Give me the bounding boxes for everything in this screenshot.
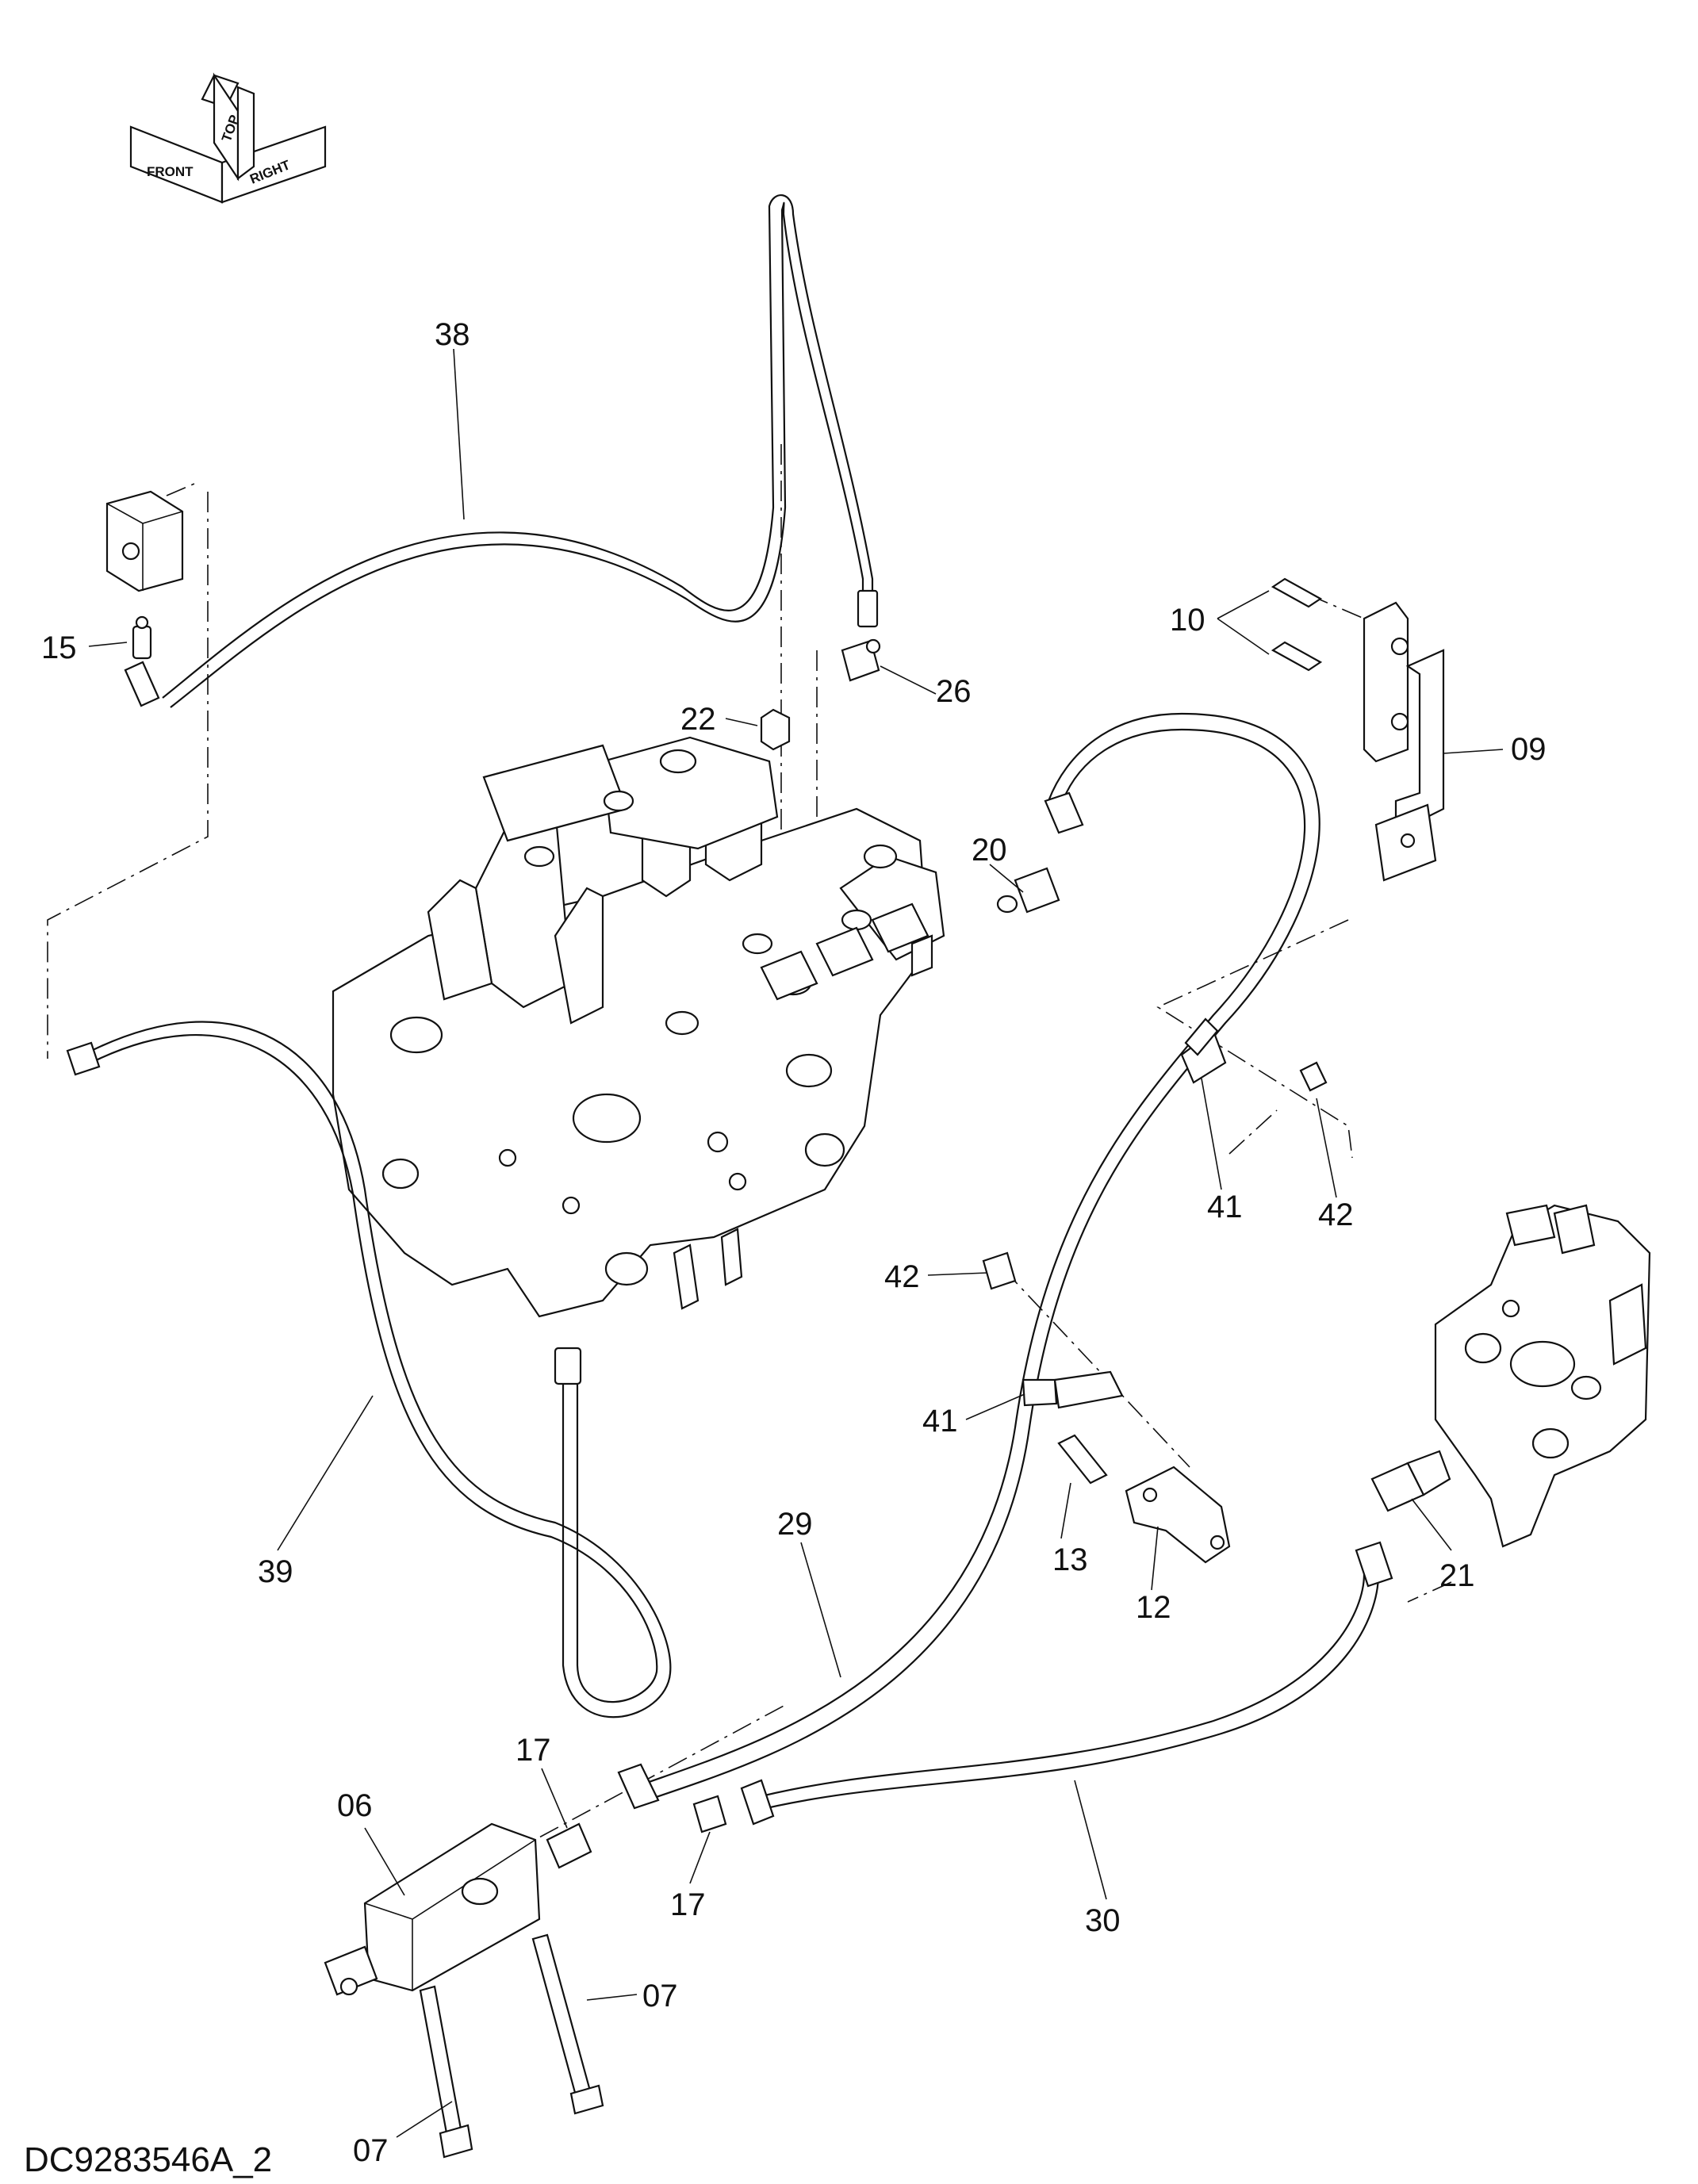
callout-13: 13 <box>1052 1542 1088 1577</box>
callout-41-upper: 41 <box>1207 1190 1243 1224</box>
callout-41-lower: 41 <box>922 1404 958 1439</box>
elbow-26 <box>841 638 881 682</box>
hose-38 <box>124 193 879 708</box>
callout-17-upper: 17 <box>516 1733 551 1768</box>
callout-21: 21 <box>1439 1558 1475 1593</box>
callout-07-left: 07 <box>353 2133 389 2168</box>
orient-front: FRONT <box>147 164 194 179</box>
callout-06: 06 <box>337 1788 373 1823</box>
block-15 <box>105 490 184 660</box>
callout-20: 20 <box>972 833 1007 868</box>
bolt-07-right <box>531 1933 604 2115</box>
orientation-indicator: FRONT TOP RIGHT <box>129 72 327 204</box>
hose-39 <box>66 1021 672 1718</box>
fitting-21 <box>1370 1450 1451 1512</box>
drawing-code: DC9283546A_2 <box>24 2140 272 2179</box>
aux-valve <box>1434 1204 1651 1548</box>
callout-26: 26 <box>936 674 972 709</box>
callout-42-right: 42 <box>1318 1197 1354 1232</box>
elbow-20 <box>996 867 1060 914</box>
valve-06 <box>324 1822 541 1996</box>
callout-30: 30 <box>1085 1903 1121 1938</box>
plug-22 <box>760 708 791 751</box>
callout-17-lower: 17 <box>670 1887 706 1922</box>
bolts-10 <box>1271 577 1323 672</box>
callout-38: 38 <box>435 317 470 352</box>
bolt-07-left <box>419 1985 473 2159</box>
callout-07-right: 07 <box>642 1979 678 2013</box>
callout-labels: 38 15 26 22 10 09 20 41 42 42 41 13 12 2… <box>41 317 1547 2168</box>
callout-22: 22 <box>680 702 716 737</box>
fitting-17-left <box>546 1822 592 1869</box>
main-control-valve <box>332 736 945 1318</box>
fitting-17-right <box>692 1795 727 1833</box>
bracket-09 <box>1363 601 1445 882</box>
clamp-41-upper <box>1180 1017 1227 1084</box>
bracket-12 <box>1125 1466 1231 1564</box>
callout-29: 29 <box>777 1507 813 1542</box>
bolt-42-right <box>1299 1061 1328 1092</box>
clamp-41-lower <box>1021 1370 1124 1409</box>
callout-12: 12 <box>1136 1590 1171 1625</box>
callout-15: 15 <box>41 630 77 665</box>
hose-30 <box>740 1541 1393 1826</box>
callout-09: 09 <box>1511 732 1547 767</box>
bolt-42-left <box>982 1251 1017 1290</box>
callout-10: 10 <box>1170 603 1205 638</box>
bolt-13 <box>1057 1434 1108 1485</box>
callout-39: 39 <box>258 1554 293 1589</box>
callout-42-left: 42 <box>884 1259 920 1294</box>
hose-29 <box>617 712 1320 1810</box>
leader-lines <box>88 348 1504 2138</box>
